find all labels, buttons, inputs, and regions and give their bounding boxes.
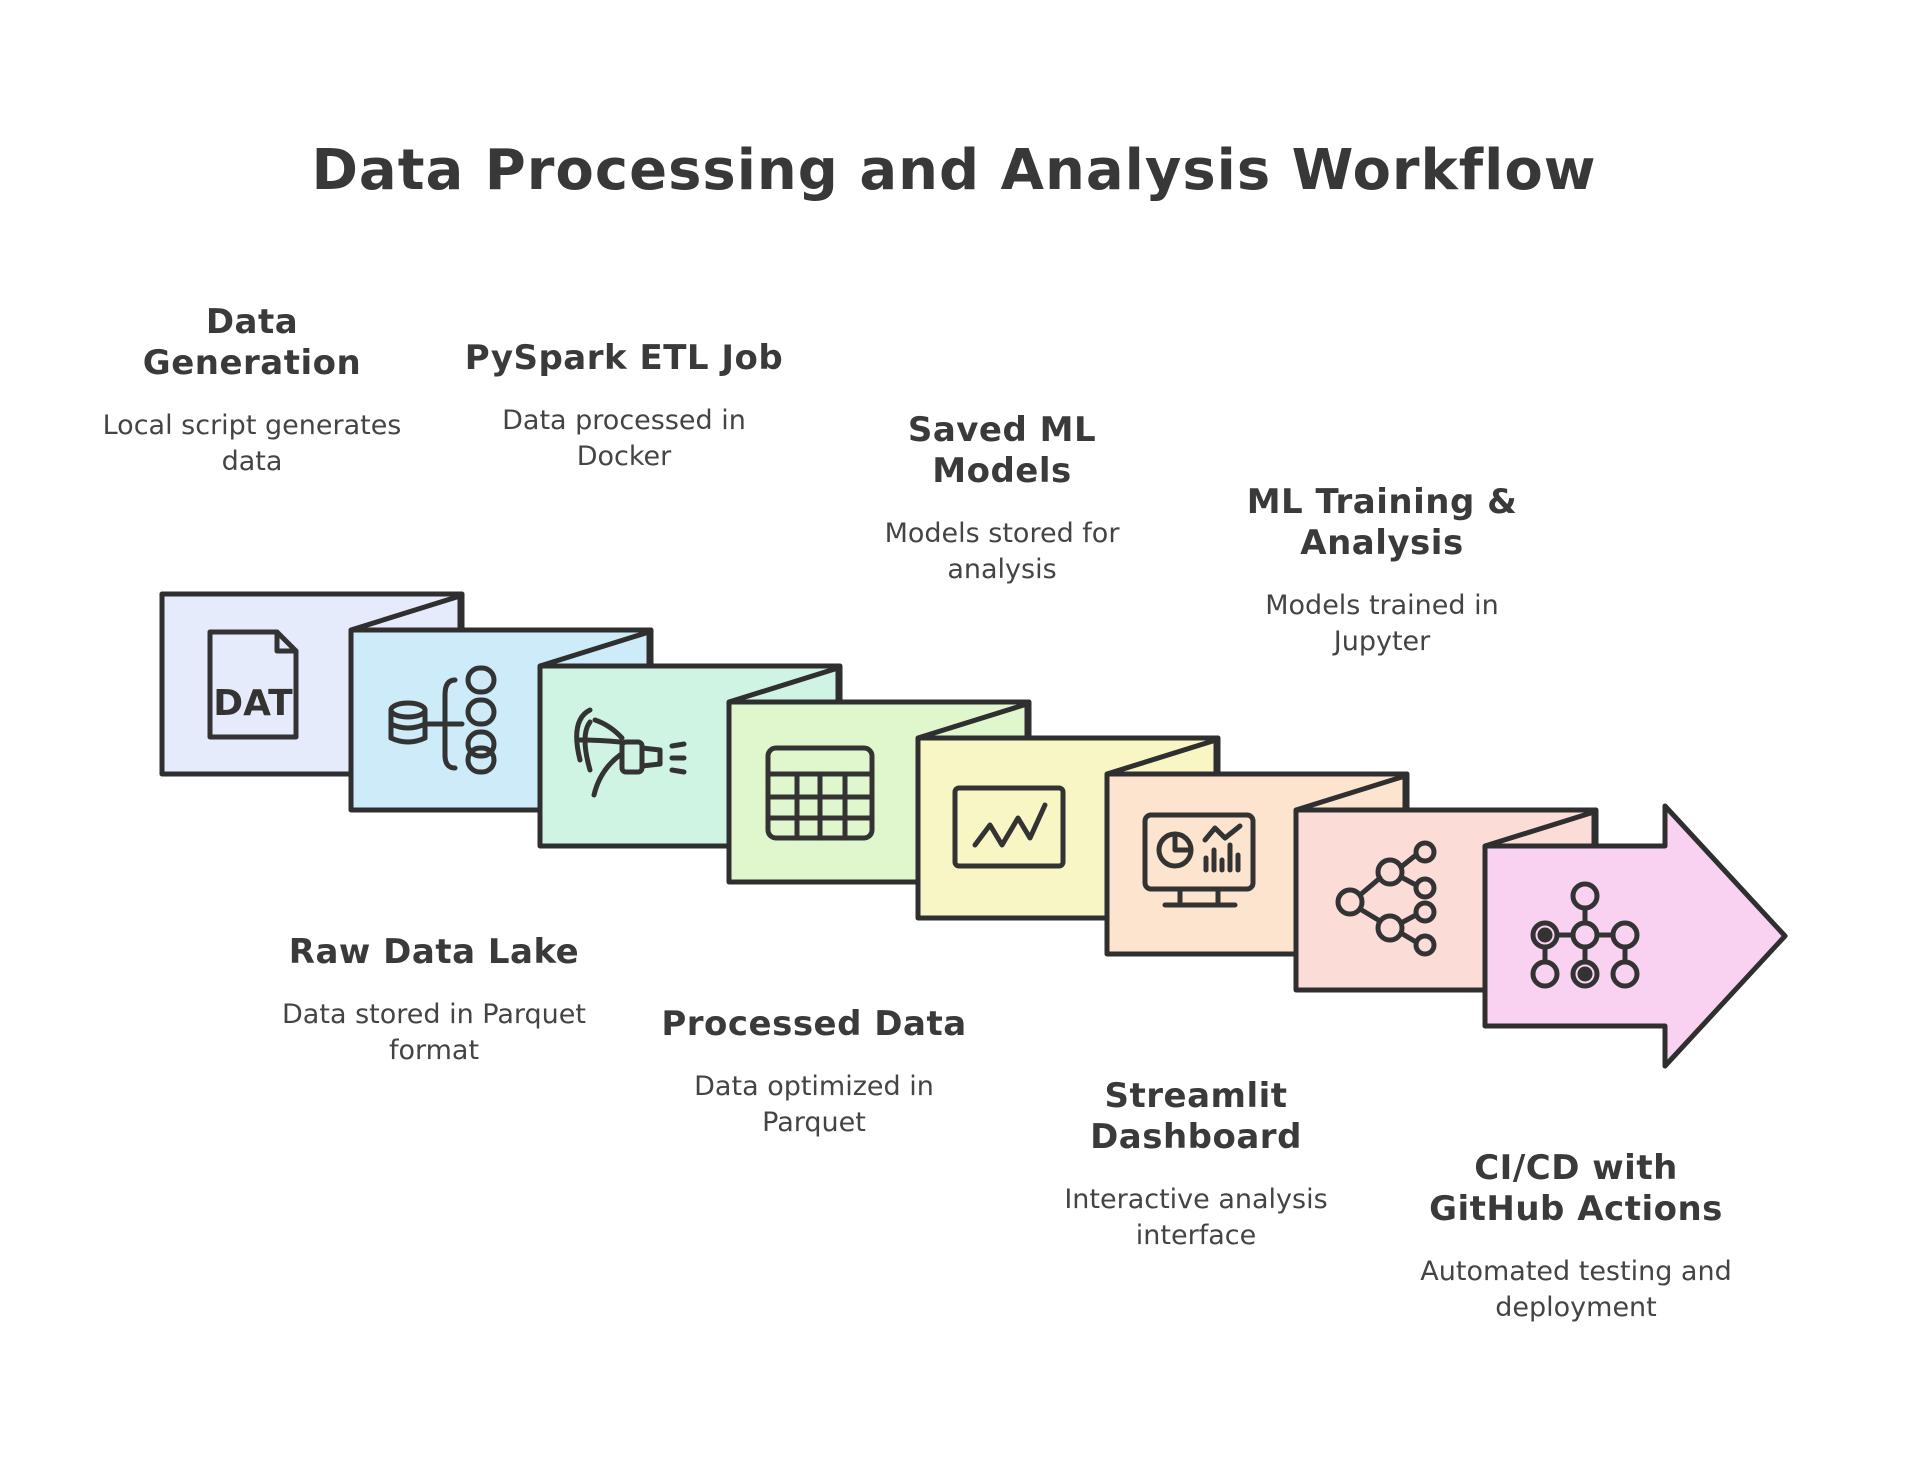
step-description: Models trained in Jupyter (1265, 590, 1499, 657)
workflow-network-icon (1530, 881, 1640, 989)
step-description: Data stored in Parquet format (282, 999, 586, 1066)
step-title: Streamlit Dashboard (1090, 1076, 1302, 1157)
step-title: Raw Data Lake (288, 932, 580, 972)
step-label-saved-ml-models: Saved ML Models Models stored for analys… (842, 410, 1162, 588)
step-title: CI/CD with GitHub Actions (1429, 1148, 1723, 1229)
step-label-streamlit-dashboard: Streamlit Dashboard Interactive analysis… (1036, 1076, 1356, 1254)
panel-fold (539, 629, 652, 669)
panel-fold (1295, 773, 1408, 813)
panel-fold (350, 593, 463, 633)
step-title: ML Training & Analysis (1246, 482, 1518, 563)
diagram-title: Data Processing and Analysis Workflow (311, 138, 1597, 203)
svg-text:DAT: DAT (213, 683, 293, 724)
step-title: Saved ML Models (907, 410, 1097, 491)
step-title: Data Generation (142, 302, 362, 383)
panel-fold (728, 665, 841, 705)
panel-fold (1484, 809, 1597, 849)
step-label-processed-data: Processed Data Data optimized in Parquet (654, 1004, 974, 1141)
node-tree-icon (1335, 840, 1437, 957)
panel-fold (1106, 737, 1219, 777)
step-title: Processed Data (661, 1004, 967, 1044)
step-description: Data optimized in Parquet (694, 1071, 934, 1138)
step-label-raw-data-lake: Raw Data Lake Data stored in Parquet for… (274, 932, 594, 1069)
step-label-ci-cd: CI/CD with GitHub Actions Automated test… (1416, 1148, 1736, 1326)
line-chart-icon (952, 785, 1066, 869)
dat-file-icon: DAT (207, 629, 299, 740)
panel-fold (917, 701, 1030, 741)
step-description: Models stored for analysis (884, 518, 1120, 585)
table-grid-icon (765, 745, 875, 841)
dashboard-monitor-icon (1142, 812, 1256, 908)
workflow-icons: DAT (207, 629, 1640, 989)
step-label-pyspark-etl-job: PySpark ETL Job Data processed in Docker (464, 338, 784, 475)
filter-funnel-icon (574, 707, 687, 798)
database-hierarchy-icon (388, 665, 497, 775)
step-label-ml-training: ML Training & Analysis Models trained in… (1222, 482, 1542, 660)
step-label-data-generation: Data Generation Local script generates d… (92, 302, 412, 480)
step-description: Local script generates data (102, 410, 402, 477)
step-description: Data processed in Docker (502, 405, 746, 472)
step-description: Interactive analysis interface (1064, 1184, 1328, 1251)
step-description: Automated testing and deployment (1420, 1256, 1732, 1323)
step-title: PySpark ETL Job (464, 338, 784, 378)
